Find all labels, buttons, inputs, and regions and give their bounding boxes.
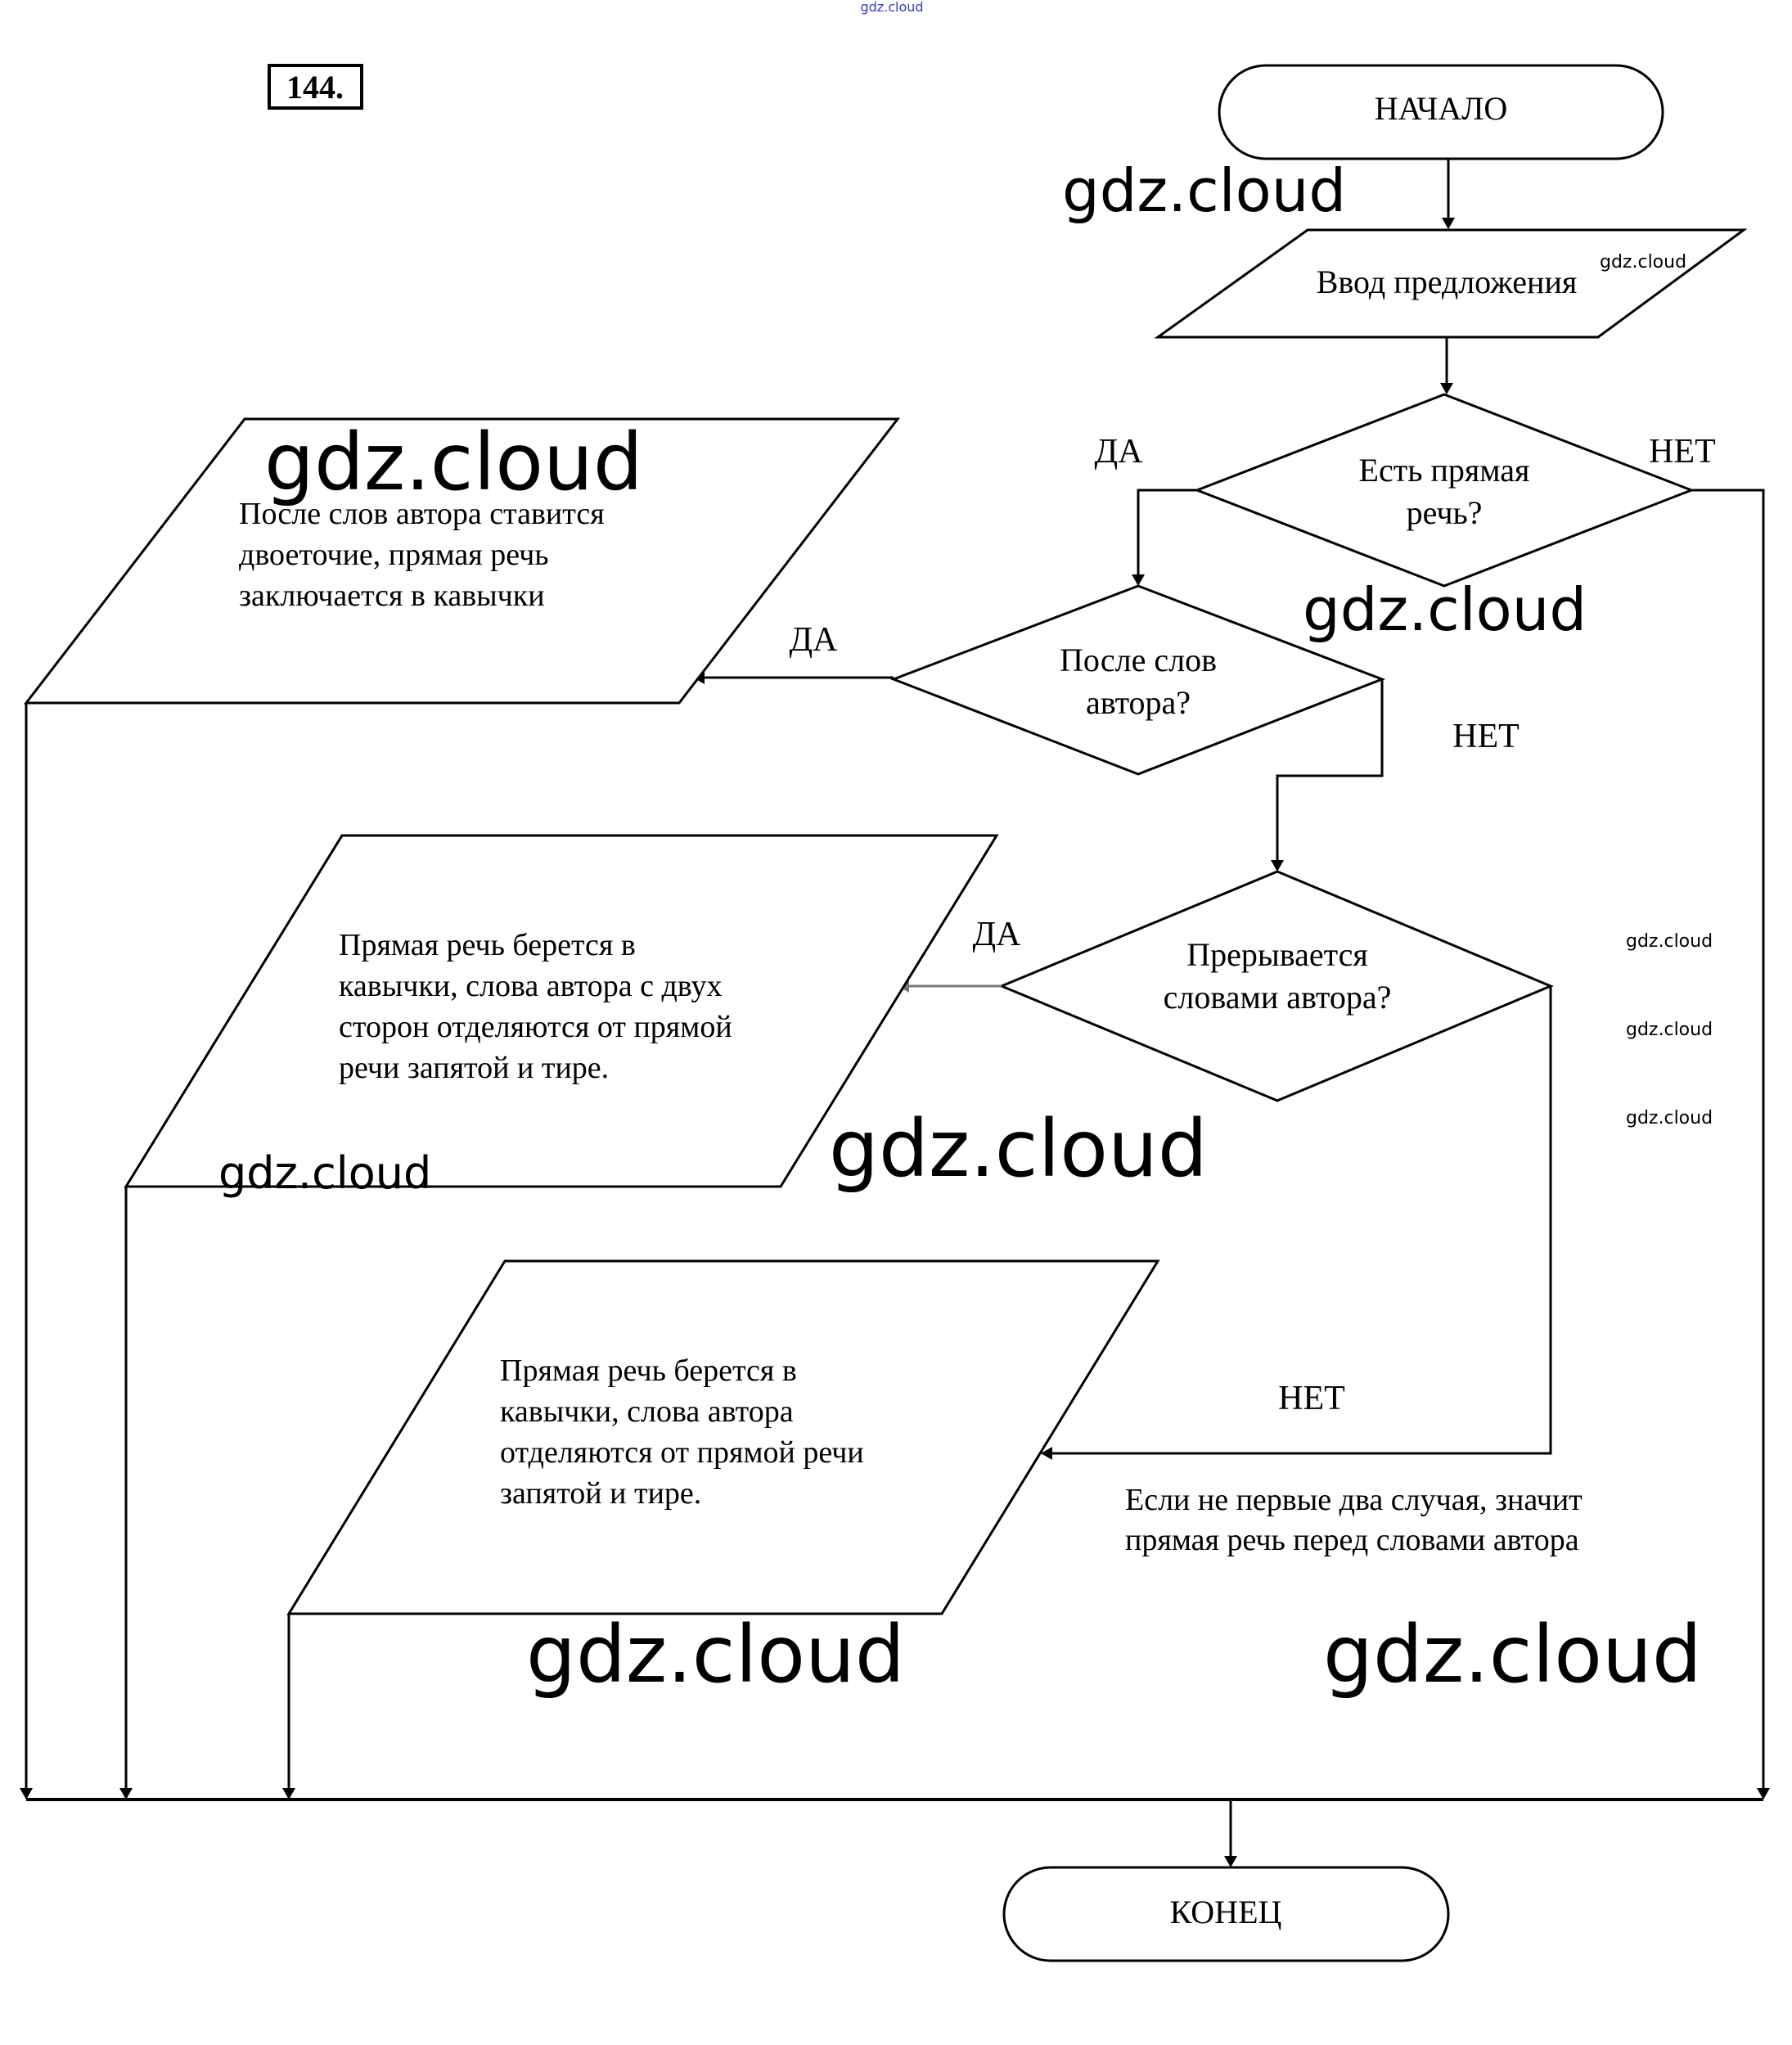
note-line-2: прямая речь перед словами автора [1125, 1523, 1579, 1557]
output-1-parallelogram [23, 417, 901, 705]
exercise-number-box [268, 64, 363, 110]
decision-1-line-2: речь? [1407, 494, 1483, 531]
watermark: gdz.cloud [1303, 575, 1587, 644]
watermark: gdz.cloud [526, 1609, 905, 1700]
start-label: НАЧАЛО [1375, 90, 1508, 127]
decision-2-yes-label: ДА [790, 621, 839, 659]
watermark: gdz.cloud [1323, 1609, 1702, 1700]
input-label: Ввод предложения [1317, 264, 1578, 300]
start-terminal [1218, 64, 1664, 160]
output-3-line-3: отделяются от прямой речи [500, 1435, 864, 1470]
watermark: gdz.cloud [1600, 252, 1686, 273]
decision-3-line-2: словами автора? [1164, 979, 1392, 1016]
decision-3-no-label: НЕТ [1278, 1380, 1345, 1417]
decision-3-yes-label: ДА [973, 916, 1022, 953]
arrow-decision-3-no [1041, 986, 1552, 1460]
decision-2-line-2: автора? [1086, 684, 1191, 721]
output-2-line-1: Прямая речь берется в [339, 928, 636, 962]
arrow-decision-1-yes [1132, 489, 1197, 586]
watermark: gdz.cloud [218, 1147, 431, 1199]
input-parallelogram [1154, 228, 1748, 339]
arrow-decision-1-no [1691, 489, 1770, 1800]
note-line-1: Если не первые два случая, значит [1125, 1483, 1583, 1517]
decision-2-diamond [889, 584, 1386, 776]
watermark: gdz.cloud [1626, 1020, 1713, 1040]
end-label: КОНЕЦ [1170, 1894, 1282, 1930]
output-2-line-3: сторон отделяются от прямой [339, 1010, 732, 1044]
watermark: gdz.cloud [829, 1103, 1208, 1195]
output-2-line-4: речи запятой и тире. [339, 1051, 609, 1085]
output-3-parallelogram [286, 1259, 1160, 1615]
exercise-number: 144. [286, 69, 344, 106]
watermark: gdz.cloud [1626, 1108, 1713, 1128]
output-3-line-1: Прямая речь берется в [500, 1354, 797, 1388]
decision-3-line-1: Прерывается [1186, 936, 1368, 973]
decision-1-line-1: Есть прямая [1359, 452, 1530, 489]
output-1-line-2: двоеточие, прямая речь [239, 538, 549, 572]
watermark: gdz.cloud [1062, 156, 1346, 225]
decision-2-no-label: НЕТ [1452, 718, 1520, 755]
arrow-decision-2-no [1271, 679, 1384, 872]
end-terminal [1002, 1866, 1450, 1962]
output-2-parallelogram [124, 834, 999, 1188]
watermark: gdz.cloud [1626, 931, 1713, 952]
decision-2-line-1: После слов [1060, 642, 1217, 678]
output-1-line-3: заключается в кавычки [239, 579, 545, 613]
output-1-line-1: После слов автора ставится [239, 497, 605, 531]
decision-1-yes-label: ДА [1095, 433, 1144, 471]
decision-1-no-label: НЕТ [1649, 433, 1716, 471]
watermark: gdz.cloud [264, 417, 643, 508]
output-2-line-2: кавычки, слова автора с двух [339, 969, 722, 1003]
output-3-line-4: запятой и тире. [500, 1476, 701, 1511]
decision-1-diamond [1193, 393, 1695, 588]
output-3-line-2: кавычки, слова автора [500, 1394, 794, 1429]
decision-3-diamond [998, 870, 1554, 1102]
watermark-top: gdz.cloud [860, 0, 923, 15]
